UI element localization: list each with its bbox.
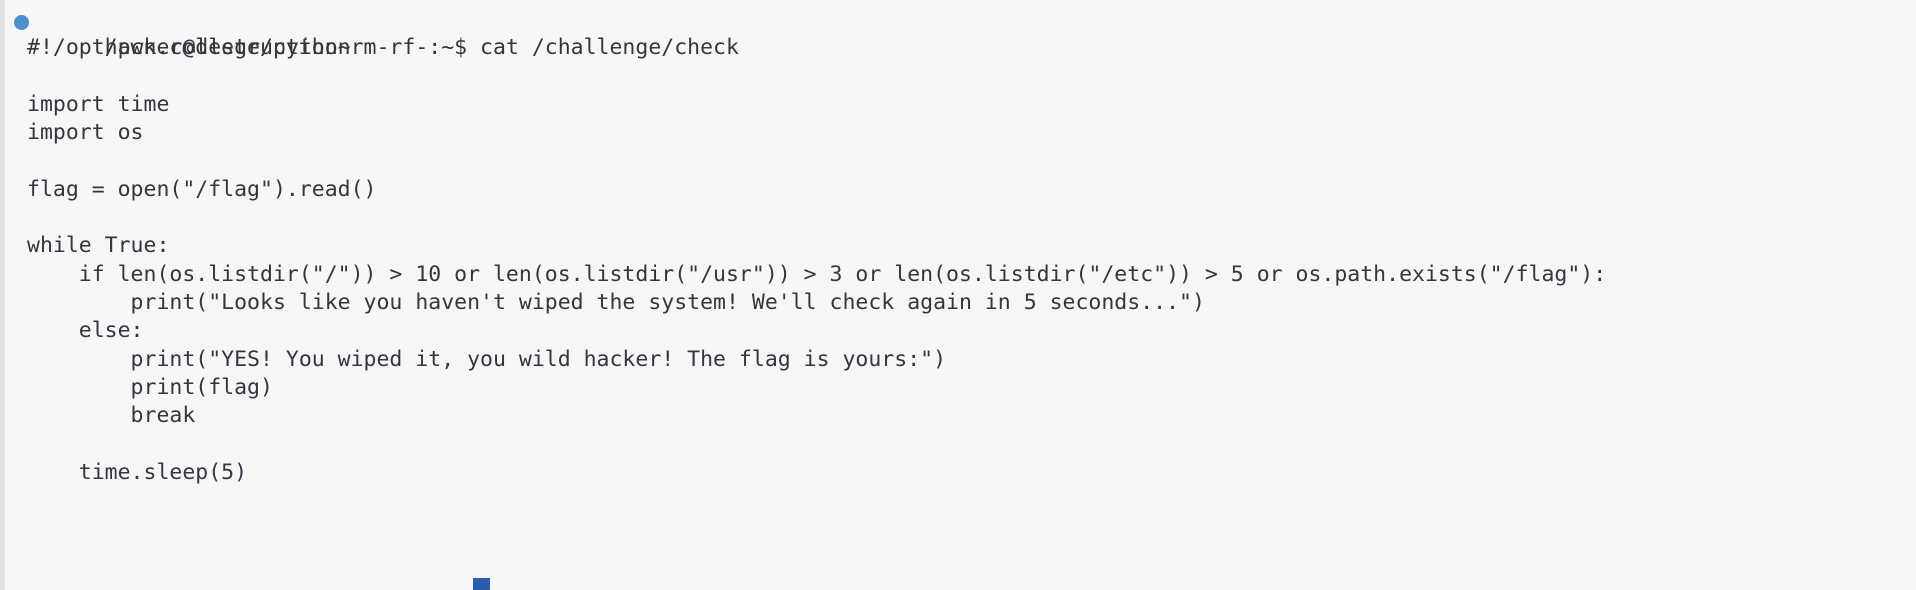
output-line <box>5 63 1916 91</box>
output-line: time.sleep(5) <box>27 459 248 485</box>
output-line: import os <box>27 120 144 146</box>
output-line: flag = open("/flag").read() <box>27 176 377 202</box>
output-line: else: <box>27 318 144 344</box>
terminal-output-area[interactable]: hacker@destruction~rm-rf-:~$ cat /challe… <box>5 0 1916 590</box>
output-line: print("Looks like you haven't wiped the … <box>27 289 1205 315</box>
command-status-dot-icon <box>14 15 29 30</box>
output-line: #!/opt/pwn.college/python <box>27 35 351 61</box>
output-line: print("YES! You wiped it, you wild hacke… <box>27 346 947 372</box>
text-cursor <box>473 578 490 590</box>
output-line <box>5 204 1916 232</box>
output-line: while True: <box>27 233 170 259</box>
prompt-command-text: hacker@destruction~rm-rf-:~$ cat /challe… <box>104 35 739 61</box>
output-line <box>5 147 1916 175</box>
terminal-prompt-line: hacker@destruction~rm-rf-:~$ cat /challe… <box>5 6 1916 60</box>
output-line: if len(os.listdir("/")) > 10 or len(os.l… <box>27 261 1607 287</box>
output-line <box>5 430 1916 458</box>
output-line: print(flag) <box>27 374 273 400</box>
output-line: import time <box>27 91 170 117</box>
output-line: break <box>27 403 196 429</box>
